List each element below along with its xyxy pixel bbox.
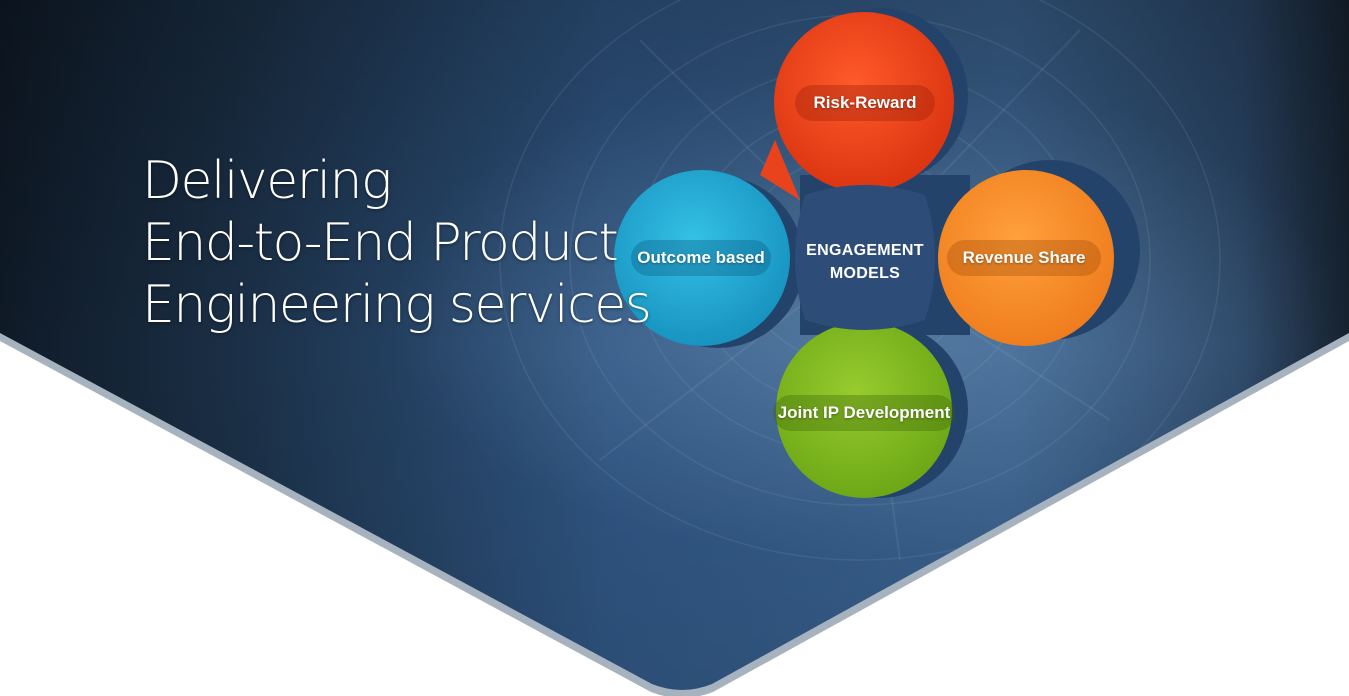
headline: Delivering End-to-End Product Engineerin… (142, 150, 652, 336)
petal-risk-reward (774, 12, 954, 192)
engagement-models-diagram (614, 8, 1140, 498)
risk-reward-label: Risk-Reward (795, 85, 935, 121)
center-label-line-2: MODELS (829, 265, 901, 282)
engagement-models-label: ENGAGEMENT MODELS (800, 239, 930, 285)
connector-red-blue (760, 140, 800, 200)
headline-line-3: Engineering services (142, 275, 652, 335)
center-block (795, 185, 935, 330)
petal-revenue-share (938, 170, 1114, 346)
headline-line-1: Delivering (142, 151, 392, 211)
center-label-line-1: ENGAGEMENT (806, 242, 924, 259)
petal-outcome-based (614, 170, 790, 346)
revenue-share-label: Revenue Share (947, 240, 1101, 276)
outcome-based-label: Outcome based (631, 240, 771, 276)
headline-line-2: End-to-End Product (142, 213, 619, 273)
petal-joint-ip (776, 322, 952, 498)
joint-ip-development-label: Joint IP Development (773, 395, 955, 431)
